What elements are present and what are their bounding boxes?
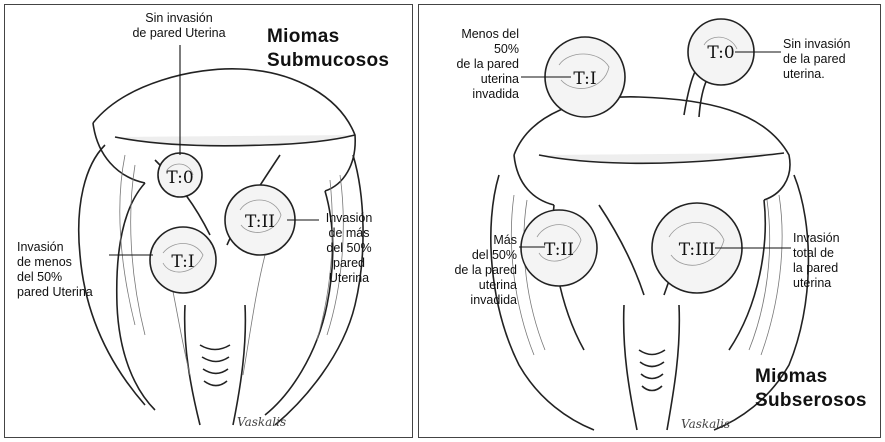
- tag-t1-subserous: T:I: [573, 69, 596, 89]
- label-t1-subserous: Menos del 50% de la pared uterina invadi…: [425, 27, 519, 102]
- tag-t0-subserous: T:0: [707, 43, 734, 63]
- title-submucosos: Miomas Submucosos: [267, 25, 389, 73]
- tag-t2-subserous: T:II: [544, 240, 574, 260]
- label-t2: Invasión de más del 50% pared Uterina: [315, 211, 383, 286]
- tag-t3-subserous: T:III: [679, 240, 716, 260]
- submucous-panel: T:0 T:I T:II Sin invasión de pared Uteri…: [4, 4, 413, 438]
- artist-signature-right: Vaskalis: [681, 417, 730, 431]
- label-t2-subserous: Más del 50% de la pared uterina invadida: [425, 233, 517, 308]
- label-t0-subserous: Sin invasión de la pared uterina.: [783, 37, 879, 82]
- tag-t0: T:0: [166, 168, 193, 188]
- label-t0: Sin invasión de pared Uterina: [117, 11, 241, 41]
- artist-signature: Vaskalis: [237, 415, 286, 429]
- title-subserosos: Miomas Subserosos: [755, 365, 867, 413]
- label-t1: Invasión de menos del 50% pared Uterina: [17, 240, 117, 300]
- tag-t2: T:II: [245, 212, 275, 232]
- tag-t1: T:I: [171, 252, 194, 272]
- subserous-panel: T:I T:0 T:II T:III Menos del 50% de la p…: [418, 4, 881, 438]
- label-t3-subserous: Invasión total de la pared uterina: [793, 231, 873, 291]
